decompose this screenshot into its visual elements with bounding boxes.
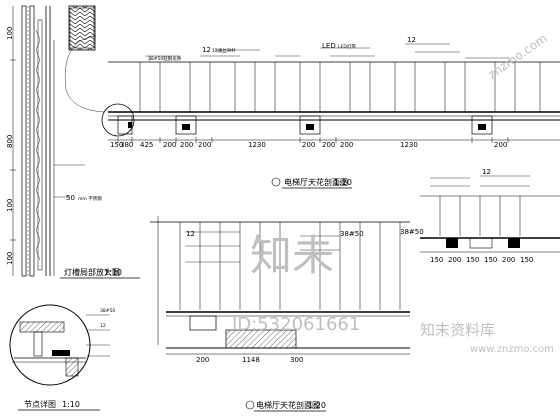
left-dim-0: 800 (6, 135, 14, 148)
top-led: LED (322, 42, 336, 50)
top-rod: 12 (202, 46, 211, 54)
bottom-dim-2: 300 (290, 356, 303, 364)
top-dim-3: 200 (163, 141, 176, 149)
right-keel: 38#50 (400, 228, 424, 236)
top-dim-1: 380 (120, 141, 133, 149)
node-scale: 1:10 (62, 400, 80, 409)
top-dim-9: 200 (340, 141, 353, 149)
section-right: 150 200 150 150 200 150 38#50 12 (400, 168, 560, 264)
node-rod: 12 (100, 323, 106, 329)
watermarks: znzmo.com 知未 ID:532061661 知末资料库 www.znzm… (232, 31, 554, 355)
node-title: 节点详图 (24, 399, 56, 409)
bottom-title: 电梯厅天花剖面图 (256, 400, 320, 410)
right-rod: 12 (482, 168, 491, 176)
top-dim-7: 200 (302, 141, 315, 149)
right-dim-4: 200 (502, 256, 515, 264)
right-dim-5: 150 (520, 256, 533, 264)
wm-brand: 知未 (250, 231, 334, 280)
top-dim-2: 425 (140, 141, 153, 149)
bottom-dim-1: 200 (196, 356, 209, 364)
top-dim-10: 1230 (400, 141, 418, 149)
node-detail: 38#50 12 节点详图 1:10 (9, 304, 115, 411)
left-dim-1: 100 (6, 27, 14, 40)
top-dim-11: 200 (494, 141, 507, 149)
section-bottom: 1148 200 300 12 38#50 电梯厅天花剖面图 1:20 (150, 216, 410, 412)
top-scale: 1:20 (334, 178, 352, 187)
top-dim-0: 150 (110, 141, 123, 149)
bottom-scale: 1:20 (308, 401, 326, 410)
left-detail-title: 灯槽局部放大图 (64, 267, 120, 277)
top-led-note: LED灯带 (338, 43, 356, 50)
right-dim-3: 150 (484, 256, 497, 264)
left-dim-3: 100 (6, 252, 14, 265)
left-note: mm 不锈钢 (78, 195, 102, 202)
left-dim-2: 100 (6, 199, 14, 212)
top-rod-note: 12通丝吊杆 (212, 47, 236, 54)
top-dim-5: 200 (198, 141, 211, 149)
left-detail-scale: 1:10 (104, 268, 122, 277)
section-top: 150 380 425 200 200 200 1230 200 200 200… (108, 36, 560, 189)
top-rod2: 12 (407, 36, 416, 44)
top-dim-8: 200 (322, 141, 335, 149)
top-keel: 38#50轻钢龙骨 (148, 55, 182, 62)
wm-site-url: www.znzmo.com (470, 344, 554, 355)
right-dim-1: 200 (448, 256, 461, 264)
bottom-keel: 38#50 (340, 230, 364, 238)
left-label-50: 50 (66, 194, 75, 202)
right-dim-2: 150 (466, 256, 479, 264)
top-title: 电梯厅天花剖面图 (284, 177, 348, 187)
wm-site-cn: 知末资料库 (420, 321, 495, 339)
right-dim-0: 150 (430, 256, 443, 264)
node-keel: 38#50 (100, 308, 115, 314)
bottom-dim-0: 1148 (242, 356, 260, 364)
wm-id: ID:532061661 (232, 314, 360, 335)
bottom-rod: 12 (186, 230, 195, 238)
top-dim-4: 200 (180, 141, 193, 149)
top-dim-6: 1230 (248, 141, 266, 149)
